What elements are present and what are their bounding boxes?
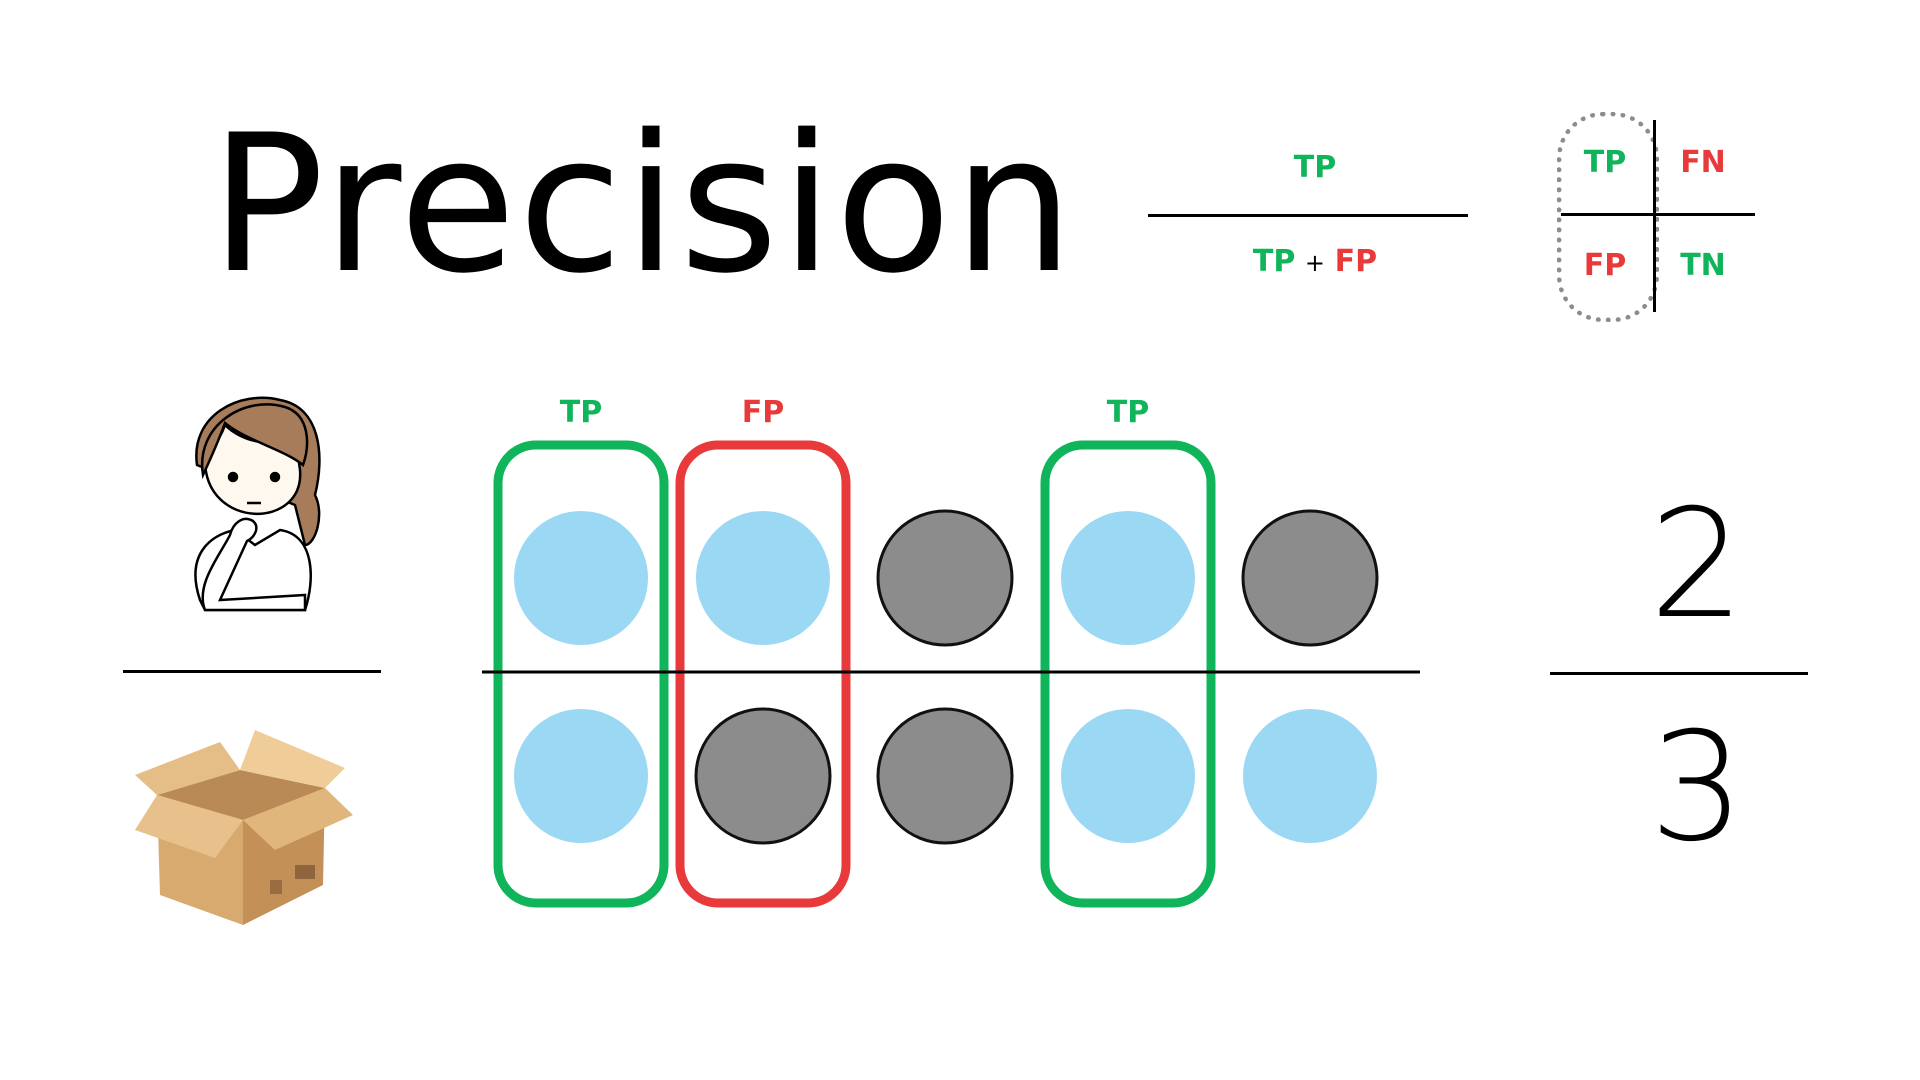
circle-col5-bottom — [1243, 709, 1377, 843]
page-title: Precision — [210, 94, 1076, 315]
column-1-label: TP — [559, 395, 603, 430]
frame-col2 — [675, 440, 851, 908]
column-2-label: FP — [741, 395, 785, 430]
matrix-fp: FP — [1583, 248, 1627, 283]
matrix-highlight-column — [1557, 112, 1659, 322]
result-numerator: 2 — [1649, 478, 1745, 652]
frame-col1 — [493, 440, 669, 908]
formula-denominator-tp: TP — [1252, 244, 1296, 279]
matrix-tp: TP — [1583, 145, 1627, 180]
circle-col3-bottom — [876, 707, 1014, 845]
person-box-divider — [123, 670, 381, 673]
result-fraction-line — [1550, 672, 1808, 675]
frame-col4 — [1040, 440, 1216, 908]
matrix-vertical-line — [1653, 120, 1656, 312]
result-denominator: 3 — [1649, 701, 1745, 875]
formula-numerator: TP — [1293, 150, 1337, 185]
circle-col1-bottom — [514, 709, 648, 843]
column-4-label: TP — [1106, 395, 1150, 430]
circle-col3-top — [876, 509, 1014, 647]
formula-denominator-fp: FP — [1334, 244, 1378, 279]
circle-col1-top — [514, 511, 648, 645]
matrix-horizontal-line — [1561, 213, 1755, 216]
circle-col5-top — [1241, 509, 1379, 647]
formula-denominator: TP + FP — [1230, 244, 1400, 279]
confusion-matrix: TP FN FP TN — [1555, 110, 1760, 322]
circle-col4-top — [1061, 511, 1195, 645]
circle-col2-bottom — [694, 707, 832, 845]
formula-plus: + — [1304, 249, 1326, 277]
matrix-fn: FN — [1680, 145, 1726, 180]
circle-col4-bottom — [1061, 709, 1195, 843]
circle-col2-top — [696, 511, 830, 645]
matrix-tn: TN — [1680, 248, 1726, 283]
formula-fraction-line — [1148, 214, 1468, 217]
